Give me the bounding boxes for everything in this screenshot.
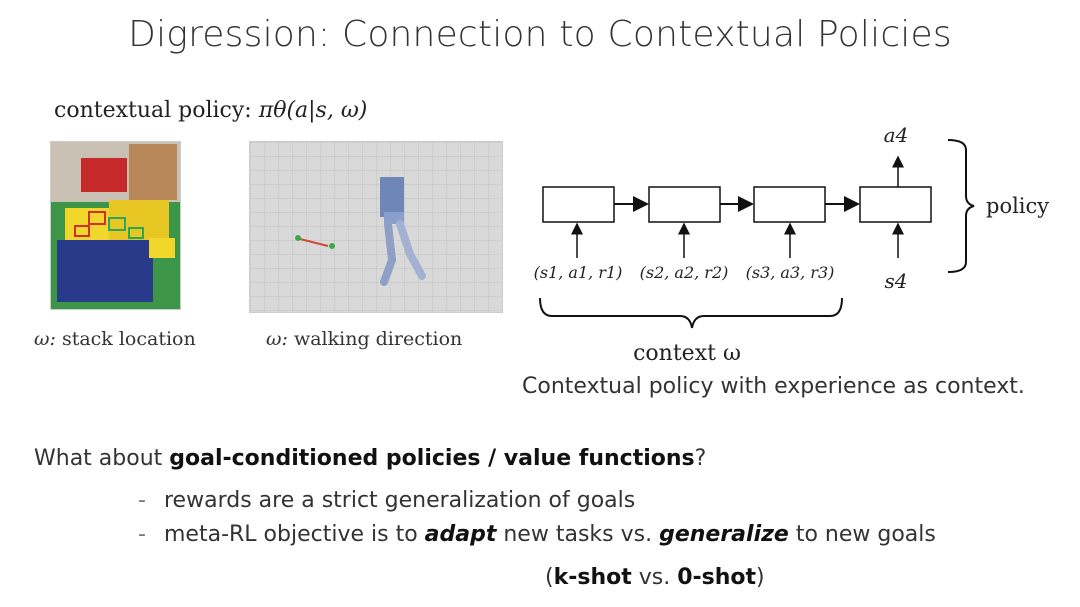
policy-input-label: s4 xyxy=(885,269,908,293)
bullet-1-text: rewards are a strict generalization of g… xyxy=(164,488,636,513)
shot-open-paren: ( xyxy=(545,565,554,590)
contextual-policy-diagram: (s1, a1, r1) (s2, a2, r2) (s3, a3, r3) s… xyxy=(534,123,1050,366)
policy-cell xyxy=(859,186,932,223)
bullet-dash-2: - xyxy=(138,522,146,547)
contextual-policy-note: Contextual policy with experience as con… xyxy=(522,374,1025,399)
bullet-2-middle: new tasks vs. xyxy=(496,522,660,547)
question-prefix: What about xyxy=(34,446,170,471)
context-input-label-2: (s2, a2, r2) xyxy=(640,263,729,282)
policy-label: policy xyxy=(986,194,1049,218)
question-suffix: ? xyxy=(694,446,707,471)
bullet-meta-rl-objective: -meta-RL objective is to adapt new tasks… xyxy=(138,522,936,547)
walker-caption-text: walking direction xyxy=(293,328,463,350)
shot-vs: vs. xyxy=(631,565,678,590)
goal-conditioned-question: What about goal-conditioned policies / v… xyxy=(34,446,706,471)
contextual-policy-definition: contextual policy: πθ(a|s, ω) xyxy=(54,98,367,123)
bullet-2-generalize: generalize xyxy=(659,522,789,547)
bullet-2-before: meta-RL objective is to xyxy=(164,522,425,547)
policy-definition-prefix: contextual policy: xyxy=(54,98,252,123)
policy-formula: πθ(a|s, ω) xyxy=(258,98,368,123)
lego-photo-caption: ω: stack location xyxy=(34,328,196,350)
bullet-rewards-generalization: -rewards are a strict generalization of … xyxy=(138,488,635,513)
context-cell-3 xyxy=(753,186,826,223)
slide-title: Digression: Connection to Contextual Pol… xyxy=(128,14,952,55)
context-cell-1 xyxy=(542,186,615,223)
bullet-2-after: to new goals xyxy=(788,522,936,547)
context-brace xyxy=(539,297,843,329)
policy-output-label: a4 xyxy=(884,123,909,147)
context-input-label-3: (s3, a3, r3) xyxy=(746,263,835,282)
shot-close-paren: ) xyxy=(756,565,765,590)
lego-caption-text: stack location xyxy=(61,328,196,350)
policy-brace xyxy=(947,139,975,273)
question-emphasis: goal-conditioned policies / value functi… xyxy=(169,446,695,471)
walker-render-illustration xyxy=(250,142,502,312)
lego-photo-illustration xyxy=(51,142,180,309)
bullet-2-adapt: adapt xyxy=(424,522,497,547)
shot-comparison-note: (k-shot vs. 0-shot) xyxy=(545,565,765,590)
lego-caption-symbol: ω: xyxy=(34,328,56,350)
walker-photo-caption: ω: walking direction xyxy=(266,328,462,350)
k-shot-label: k-shot xyxy=(553,565,632,590)
context-input-label-1: (s1, a1, r1) xyxy=(534,263,623,282)
walking-robot-render xyxy=(249,141,503,313)
context-cell-2 xyxy=(648,186,721,223)
context-label: context ω xyxy=(633,341,741,366)
lego-stacking-photo xyxy=(50,141,181,310)
zero-shot-label: 0-shot xyxy=(677,565,757,590)
walker-caption-symbol: ω: xyxy=(266,328,288,350)
bullet-dash-1: - xyxy=(138,488,146,513)
